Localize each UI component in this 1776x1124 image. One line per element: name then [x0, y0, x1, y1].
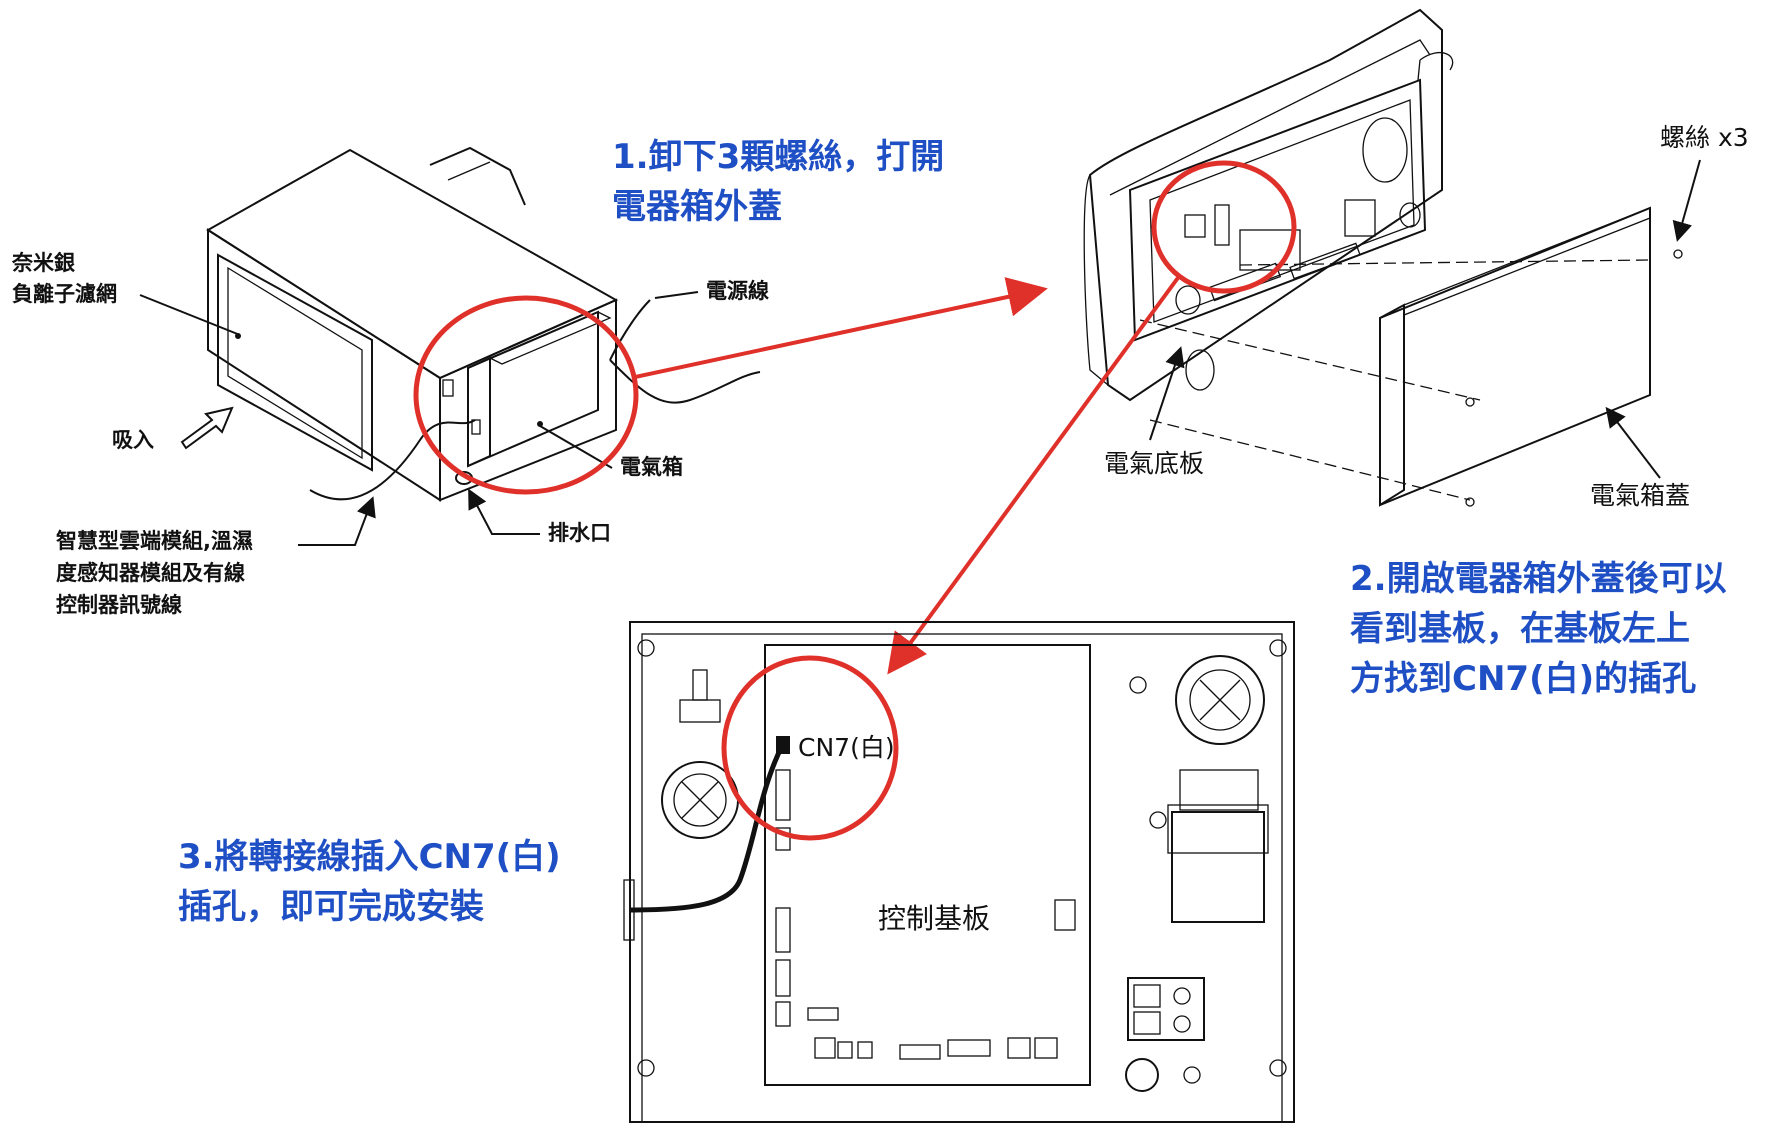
unit-illustration — [180, 146, 761, 502]
electrical-box-leader — [539, 425, 613, 469]
power-cord-leader — [654, 291, 699, 299]
base-plate-label: 電氣底板 — [1104, 449, 1204, 478]
module-leader — [298, 496, 376, 546]
filter-label-line2: 負離子濾網 — [12, 282, 117, 306]
drain-leader — [468, 488, 540, 535]
connector-area-highlight — [1151, 160, 1297, 294]
electrical-box-label: 電氣箱 — [620, 455, 683, 479]
module-label-line2: 度感知器模組及有線 — [56, 561, 245, 585]
electrical-box-highlight — [413, 295, 639, 495]
box-cover-leader — [1605, 406, 1661, 479]
cn7-highlight — [721, 655, 899, 841]
control-board-label: 控制基板 — [878, 902, 990, 935]
arrow-to-control-board — [887, 273, 1182, 675]
module-label-line1: 智慧型雲端模組,溫濕 — [56, 529, 253, 553]
step1-line1: 1.卸下3顆螺絲，打開 — [612, 137, 944, 177]
module-label-line3: 控制器訊號線 — [56, 593, 182, 617]
screws-leader — [1672, 159, 1701, 242]
power-cord-label: 電源線 — [706, 279, 769, 303]
filter-leader-line — [139, 294, 241, 336]
base-plate-leader — [1149, 346, 1185, 441]
screws-label: 螺絲 x3 — [1660, 123, 1749, 152]
intake-label: 吸入 — [112, 428, 154, 452]
control-board-illustration — [623, 621, 1295, 1123]
step2-line1: 2.開啟電器箱外蓋後可以 — [1350, 559, 1727, 599]
step2-line2: 看到基板，在基板左上 — [1350, 609, 1690, 649]
exploded-box-illustration — [1083, 8, 1683, 507]
step3-line1: 3.將轉接線插入CN7(白) — [178, 837, 561, 877]
drain-label: 排水口 — [548, 521, 611, 545]
arrow-to-exploded-view — [634, 277, 1048, 379]
box-cover-label: 電氣箱蓋 — [1590, 481, 1690, 510]
filter-label-line1: 奈米銀 — [11, 251, 75, 275]
step2-line3: 方找到CN7(白)的插孔 — [1350, 659, 1696, 699]
cn7-label: CN7(白) — [798, 733, 895, 762]
step1-line2: 電器箱外蓋 — [612, 187, 782, 227]
step3-line2: 插孔，即可完成安裝 — [178, 887, 485, 927]
